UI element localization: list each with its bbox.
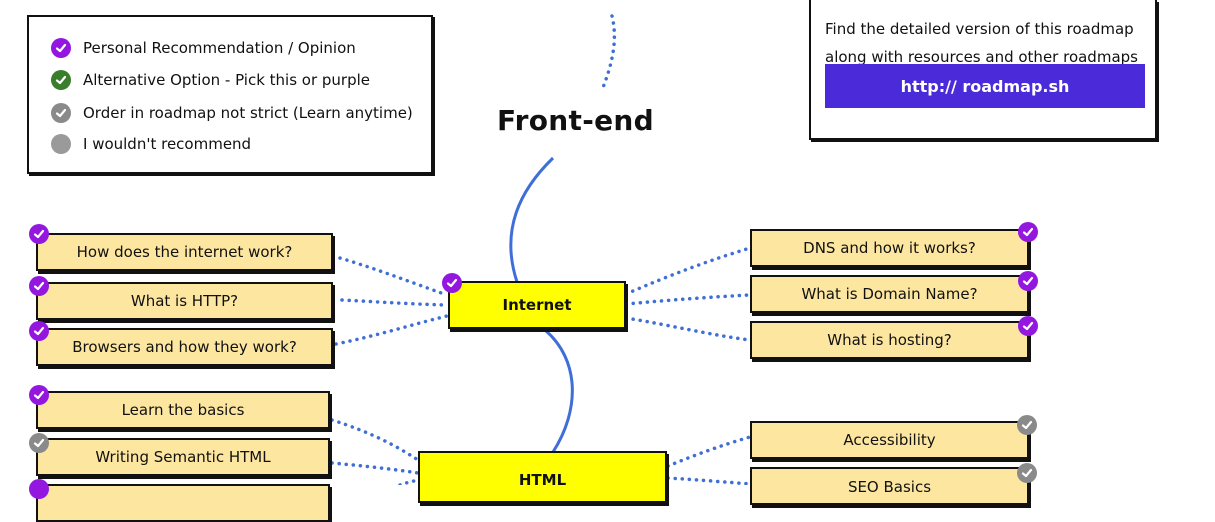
node-browsers[interactable]: Browsers and how they work? (36, 328, 333, 366)
legend-label: Order in roadmap not strict (Learn anyti… (83, 104, 413, 122)
purple-check-icon (1018, 222, 1038, 242)
grey-check-icon (1017, 415, 1037, 435)
node-html[interactable]: HTML (418, 451, 667, 503)
node-what-is-http[interactable]: What is HTTP? (36, 282, 333, 320)
legend-item-anytime: Order in roadmap not strict (Learn anyti… (51, 102, 413, 124)
purple-check-icon (1018, 316, 1038, 336)
purple-check-icon (29, 224, 49, 244)
legend-item-alternative: Alternative Option - Pick this or purple (51, 69, 370, 91)
legend-label: I wouldn't recommend (83, 135, 252, 153)
node-how-internet-works[interactable]: How does the internet work? (36, 233, 333, 271)
dotted-internet-right-1 (624, 246, 752, 296)
dotted-html-left-2 (330, 461, 420, 475)
purple-check-icon (29, 385, 49, 405)
purple-check-icon (1018, 271, 1038, 291)
dotted-html-left-3 (398, 478, 420, 485)
connector-lines (330, 14, 752, 485)
spine-internet-to-html (544, 328, 574, 453)
dotted-internet-left-2 (340, 298, 449, 307)
dotted-html-right-1 (666, 435, 752, 468)
node-seo-basics-label: SEO Basics (847, 478, 932, 496)
grey-check-icon (51, 103, 71, 123)
node-domain-name[interactable]: What is Domain Name? (750, 275, 1029, 313)
node-accessibility[interactable]: Accessibility (750, 421, 1029, 459)
grey-check-icon (1017, 463, 1037, 483)
purple-check-icon (29, 479, 49, 499)
legend-panel: Personal Recommendation / Opinion Altern… (27, 15, 433, 174)
node-seo-basics[interactable]: SEO Basics (750, 467, 1029, 505)
purple-check-icon (29, 321, 49, 341)
purple-check-icon (29, 276, 49, 296)
dotted-internet-right-3 (624, 316, 752, 342)
node-html-left-3[interactable] (36, 484, 330, 522)
node-internet[interactable]: Internet (448, 281, 626, 329)
purple-check-icon (51, 38, 71, 58)
info-line-2: along with resources and other roadmaps (825, 48, 1138, 66)
roadmap-link-button[interactable]: http:// roadmap.sh (825, 64, 1145, 108)
grey-check-icon (29, 433, 49, 453)
info-panel: Find the detailed version of this roadma… (809, 0, 1157, 140)
node-html-label: HTML (518, 471, 567, 489)
dotted-html-right-2 (666, 476, 752, 485)
purple-check-icon (442, 273, 462, 293)
dotted-internet-left-1 (338, 256, 449, 297)
node-dns[interactable]: DNS and how it works? (750, 229, 1029, 267)
node-semantic-html[interactable]: Writing Semantic HTML (36, 438, 330, 476)
info-line-1: Find the detailed version of this roadma… (825, 20, 1134, 38)
green-check-icon (51, 70, 71, 90)
node-learn-basics[interactable]: Learn the basics (36, 391, 330, 429)
node-hosting[interactable]: What is hosting? (750, 321, 1029, 359)
legend-label: Alternative Option - Pick this or purple (83, 71, 371, 89)
dotted-internet-right-2 (624, 293, 752, 306)
dotted-internet-left-3 (334, 314, 449, 346)
grey-circle-icon (51, 134, 71, 154)
legend-label: Personal Recommendation / Opinion (83, 39, 356, 57)
roadmap-title: Front-end (497, 104, 654, 137)
spine-title-to-internet (509, 156, 555, 283)
dotted-html-left-1 (330, 418, 420, 462)
top-dotted-connector (600, 14, 617, 92)
legend-item-recommended: Personal Recommendation / Opinion (51, 37, 356, 59)
legend-item-not-recommended: I wouldn't recommend (51, 133, 251, 155)
